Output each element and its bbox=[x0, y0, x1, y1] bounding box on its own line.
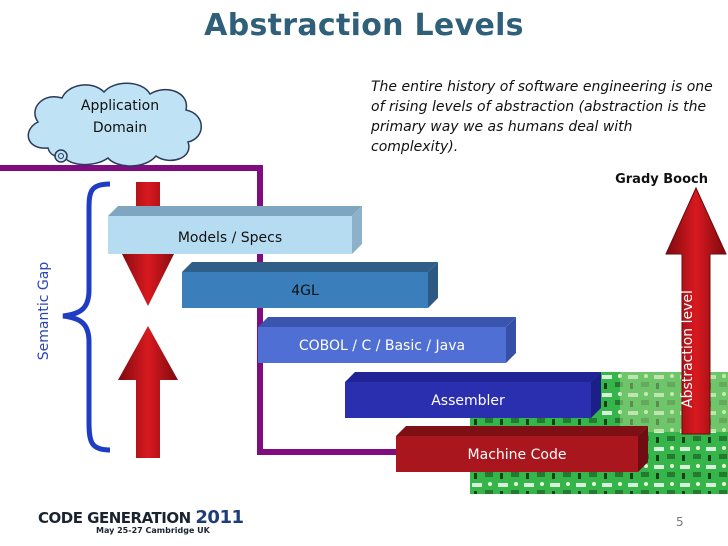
level-4gl-label: 4GL bbox=[291, 283, 319, 299]
level-cobol bbox=[258, 317, 516, 363]
level-machine-code bbox=[396, 426, 648, 472]
level-machine-code-label: Machine Code bbox=[467, 447, 567, 463]
level-assembler bbox=[345, 372, 601, 418]
abstraction-arrow bbox=[665, 186, 727, 435]
up-arrow bbox=[118, 326, 178, 458]
page-number: 5 bbox=[676, 515, 684, 529]
footer-logo: CODE GENERATION 2011 bbox=[38, 507, 244, 528]
purple-frame bbox=[0, 165, 400, 455]
semantic-gap-label: Semantic Gap bbox=[36, 261, 52, 361]
level-4gl bbox=[182, 262, 438, 308]
semantic-gap-bracket bbox=[62, 181, 111, 453]
quote-text: The entire history of software engineeri… bbox=[371, 79, 713, 155]
footer-logo-text: CODE GENERATION bbox=[38, 509, 191, 527]
level-models-specs-label: Models / Specs bbox=[177, 230, 283, 246]
level-assembler-label: Assembler bbox=[431, 393, 505, 409]
level-models-specs bbox=[108, 206, 362, 254]
cloud-label-line2: Domain bbox=[92, 120, 148, 136]
cloud-tail-icon bbox=[54, 149, 68, 163]
footer-logo-subtitle: May 25-27 Cambridge UK bbox=[96, 526, 210, 535]
footer-logo-year: 2011 bbox=[195, 507, 244, 528]
quote-author: Grady Booch bbox=[615, 172, 708, 187]
level-cobol-label: COBOL / C / Basic / Java bbox=[298, 338, 466, 354]
slide-title: Abstraction Levels bbox=[204, 8, 524, 43]
cloud-label-line1: Application bbox=[80, 98, 160, 114]
cloud-shape bbox=[27, 82, 202, 167]
abstraction-level-label: Abstraction level bbox=[680, 290, 696, 408]
